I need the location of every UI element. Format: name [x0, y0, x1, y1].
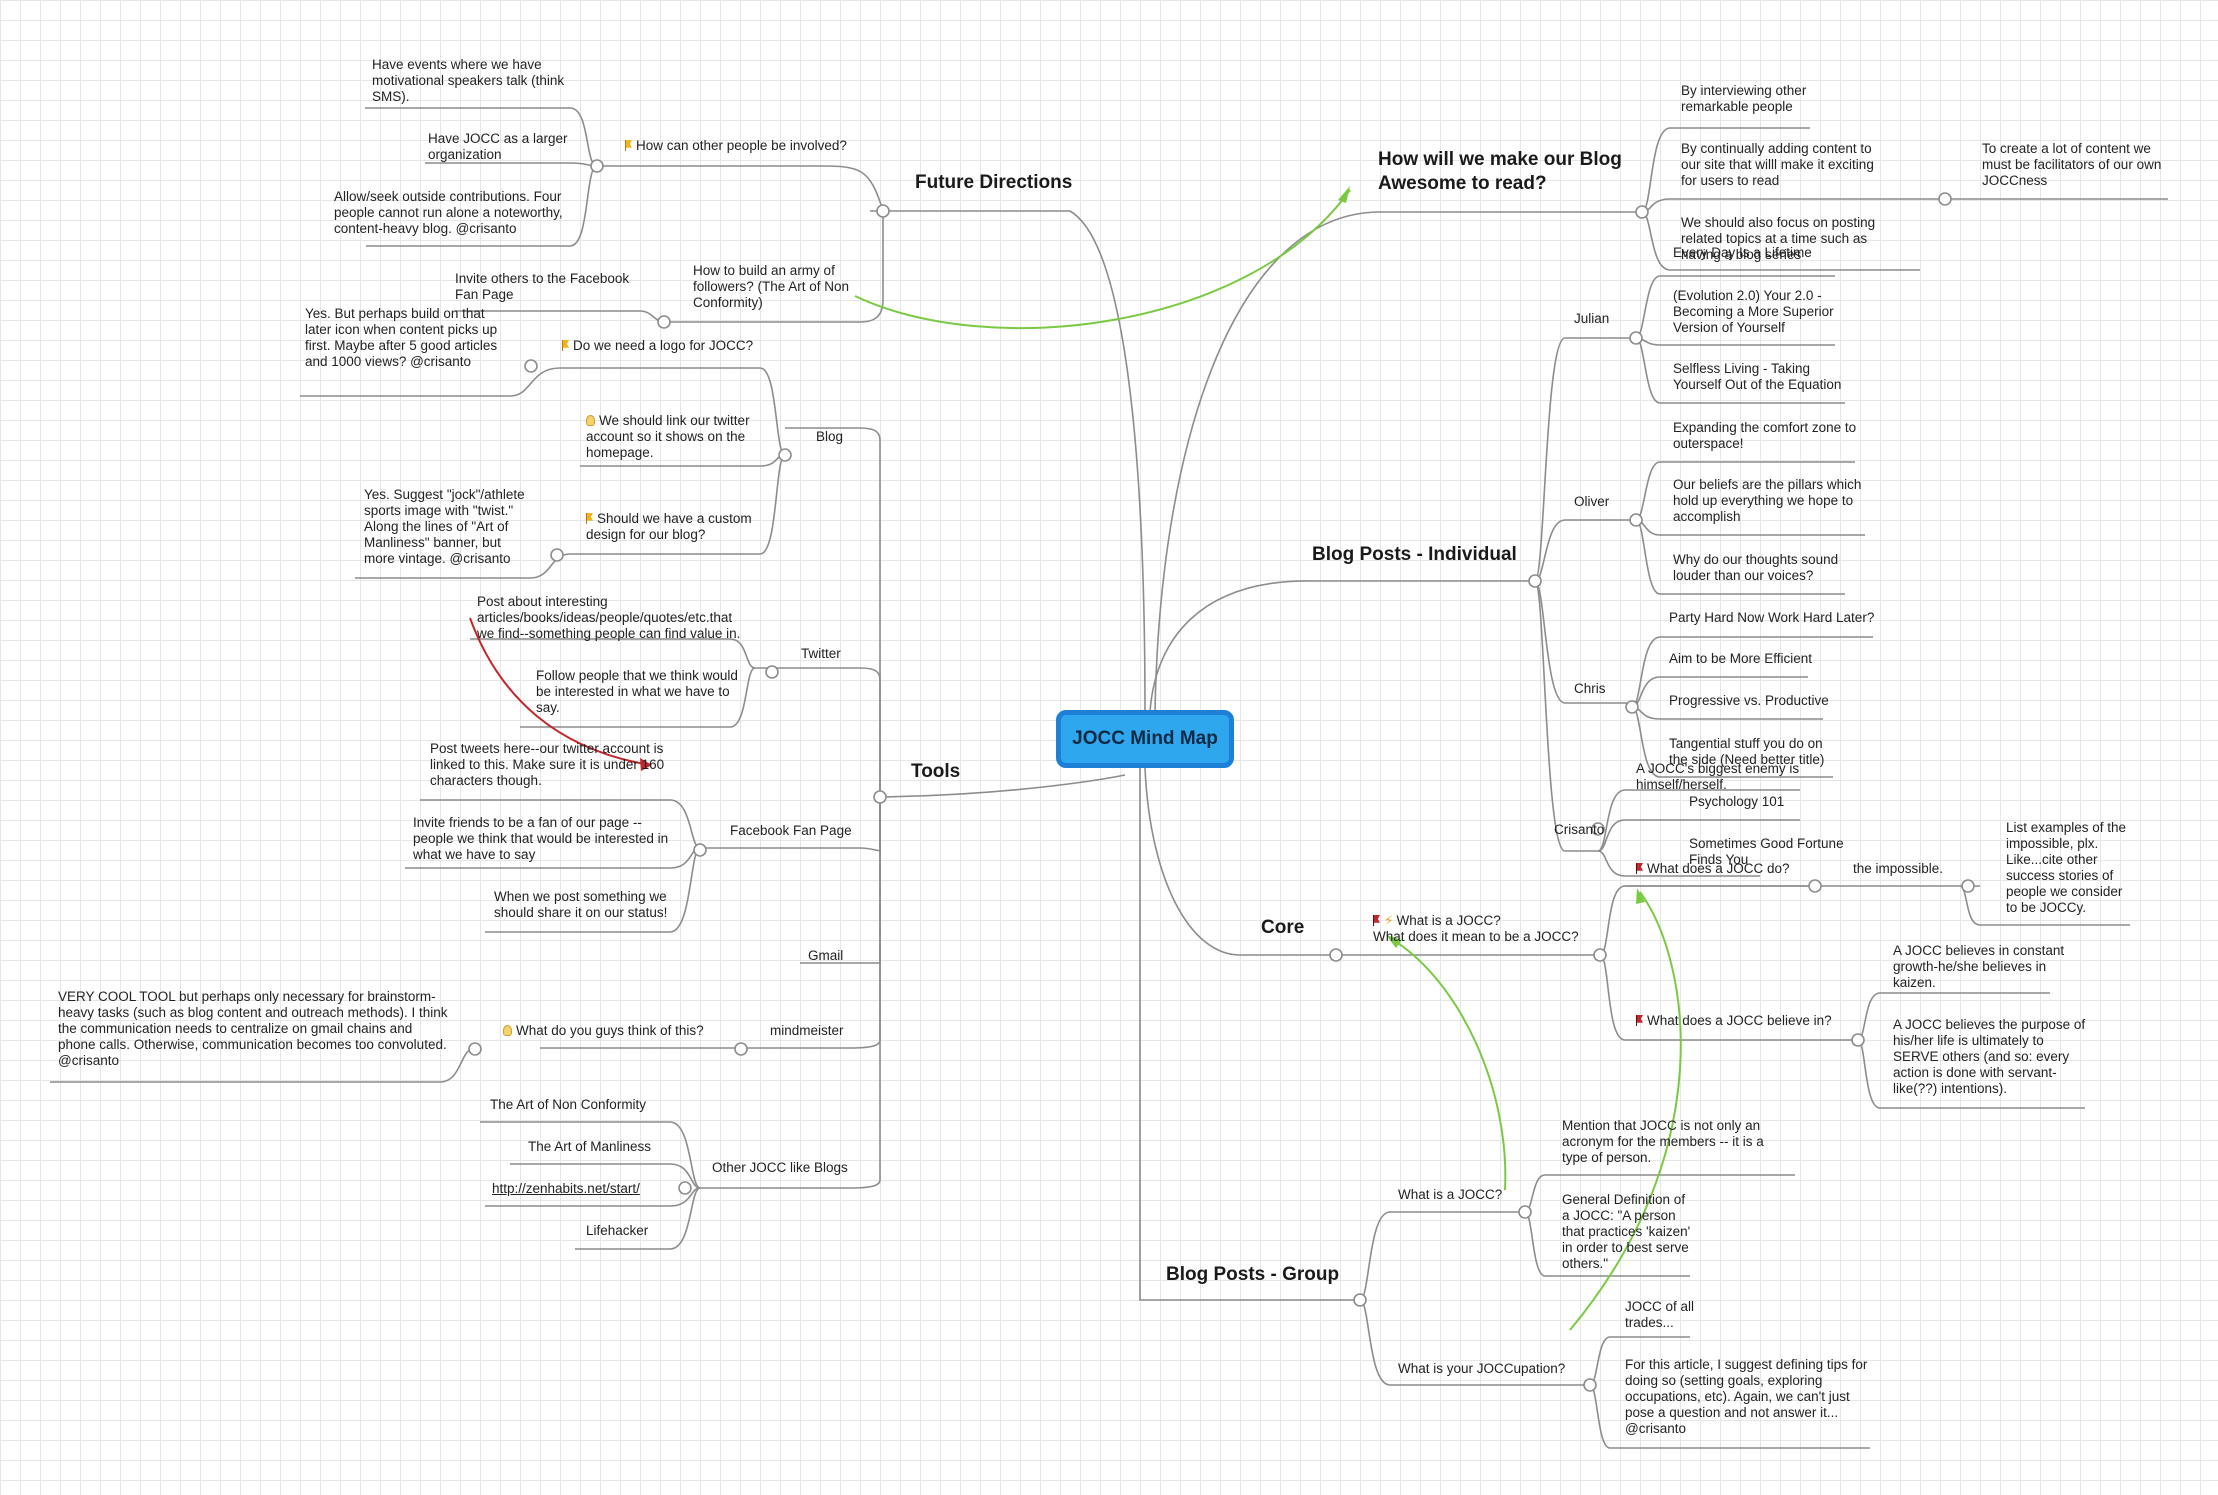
topic-label: Do we need a logo for JOCC? — [573, 338, 754, 353]
topic-art-of-manliness[interactable]: The Art of Manliness — [528, 1139, 652, 1154]
topic-mindmeister-question[interactable]: What do you guys think of this? — [503, 1023, 704, 1039]
topic-mindmeister-answer[interactable]: VERY COOL TOOL but perhaps only necessar… — [58, 989, 448, 1068]
flag-icon — [586, 513, 593, 524]
topic-posting-related[interactable]: We should also focus on posting related … — [1681, 215, 1876, 262]
topic-tips-article[interactable]: For this article, I suggest defining tip… — [1625, 1357, 1868, 1436]
topic-progressive[interactable]: Progressive vs. Productive — [1669, 693, 1829, 708]
topic-label: Should we have a custom design for our b… — [586, 511, 752, 542]
topic-label: We should link our twitter account so it… — [586, 413, 750, 460]
topic-the-impossible[interactable]: the impossible. — [1853, 861, 1944, 876]
branch-tools[interactable]: Tools — [911, 761, 961, 782]
topic-serve-others[interactable]: A JOCC believes the purpose of his/her l… — [1893, 1017, 2086, 1096]
topic-facilitators[interactable]: To create a lot of content we must be fa… — [1982, 141, 2162, 188]
topic-label: What does a JOCC believe in? — [1647, 1013, 1832, 1028]
topic-invite-facebook[interactable]: Invite others to the Facebook Fan Page — [455, 271, 630, 302]
topic-label: How can other people be involved? — [636, 138, 847, 153]
topic-logo-question[interactable]: Do we need a logo for JOCC? — [562, 338, 753, 354]
topic-what-is-jocc-group[interactable]: What is a JOCC? — [1398, 1187, 1503, 1202]
branch-future-directions[interactable]: Future Directions — [915, 172, 1073, 193]
topic-other-blogs[interactable]: Other JOCC like Blogs — [712, 1160, 848, 1175]
branch-blog-posts-group[interactable]: Blog Posts - Group — [1166, 1264, 1340, 1285]
topic-adding-content[interactable]: By continually adding content to our sit… — [1681, 141, 1874, 188]
topic-outside-contributions[interactable]: Allow/seek outside contributions. Four p… — [334, 189, 563, 236]
topic-joccupation[interactable]: What is your JOCCupation? — [1398, 1361, 1566, 1376]
topic-larger-org[interactable]: Have JOCC as a larger organization — [428, 131, 568, 162]
topic-every-day[interactable]: Every Day Is a Lifetime — [1673, 245, 1812, 260]
topic-party-hard[interactable]: Party Hard Now Work Hard Later? — [1669, 610, 1875, 625]
topic-facebook-fan-page[interactable]: Facebook Fan Page — [730, 823, 852, 838]
topic-mention-acronym[interactable]: Mention that JOCC is not only an acronym… — [1562, 1118, 1764, 1165]
topic-list-examples[interactable]: List examples of the impossible, plx. Li… — [2006, 820, 2127, 915]
topic-lifehacker[interactable]: Lifehacker — [586, 1223, 649, 1238]
lightbulb-icon — [586, 415, 595, 426]
topic-what-does-jocc-believe[interactable]: What does a JOCC believe in? — [1636, 1013, 1832, 1029]
flag-icon — [1636, 863, 1643, 874]
topic-thoughts-louder[interactable]: Why do our thoughts sound louder than ou… — [1673, 552, 1839, 583]
topic-gmail[interactable]: Gmail — [808, 948, 844, 963]
topic-julian[interactable]: Julian — [1574, 311, 1610, 326]
topic-events[interactable]: Have events where we have motivational s… — [372, 57, 565, 104]
branch-blog-awesome[interactable]: How will we make our Blog Awesome to rea… — [1378, 149, 1622, 194]
topic-good-fortune[interactable]: Sometimes Good Fortune Finds You — [1689, 836, 1844, 867]
topic-label: What do you guys think of this? — [516, 1023, 704, 1038]
topic-label: What does a JOCC do? — [1647, 861, 1790, 876]
topic-crisanto[interactable]: Crisanto — [1554, 822, 1605, 837]
topic-what-does-jocc-do[interactable]: What does a JOCC do? — [1636, 861, 1790, 877]
topic-custom-design-answer[interactable]: Yes. Suggest "jock"/athlete sports image… — [364, 487, 525, 566]
topic-jocc-all-trades[interactable]: JOCC of all trades... — [1625, 1299, 1695, 1330]
flag-icon — [625, 140, 632, 151]
topic-oliver[interactable]: Oliver — [1574, 494, 1610, 509]
topic-follow-people[interactable]: Follow people that we think would be int… — [536, 668, 738, 715]
topic-beliefs-pillars[interactable]: Our beliefs are the pillars which hold u… — [1673, 477, 1862, 524]
topic-evolution[interactable]: (Evolution 2.0) Your 2.0 - Becoming a Mo… — [1673, 288, 1834, 335]
topic-aim-efficient[interactable]: Aim to be More Efficient — [1669, 651, 1813, 666]
topic-blog[interactable]: Blog — [816, 429, 844, 444]
topic-what-is-jocc-core[interactable]: ⚡What is a JOCC? What does it mean to be… — [1373, 913, 1579, 945]
flag-icon — [1373, 915, 1380, 926]
topic-chris[interactable]: Chris — [1574, 681, 1606, 696]
topic-link-twitter[interactable]: We should link our twitter account so it… — [586, 413, 756, 461]
topic-psychology[interactable]: Psychology 101 — [1689, 794, 1785, 809]
topic-comfort-zone[interactable]: Expanding the comfort zone to outerspace… — [1673, 420, 1857, 451]
branch-blog-posts-individual[interactable]: Blog Posts - Individual — [1312, 544, 1517, 565]
topic-custom-design[interactable]: Should we have a custom design for our b… — [586, 511, 766, 543]
topic-twitter[interactable]: Twitter — [801, 646, 841, 661]
topic-label: What is a JOCC? What does it mean to be … — [1373, 913, 1579, 944]
topic-art-of-non-conformity[interactable]: The Art of Non Conformity — [490, 1097, 647, 1112]
topic-interviewing[interactable]: By interviewing other remarkable people — [1681, 83, 1807, 114]
flag-icon — [1636, 1015, 1643, 1026]
lightning-icon: ⚡ — [1384, 913, 1394, 928]
topic-how-involved[interactable]: How can other people be involved? — [625, 138, 847, 154]
topic-invite-friends[interactable]: Invite friends to be a fan of our page -… — [413, 815, 669, 862]
topic-mindmeister[interactable]: mindmeister — [770, 1023, 844, 1038]
topic-post-tweets[interactable]: Post tweets here--our twitter account is… — [430, 741, 665, 788]
topic-selfless-living[interactable]: Selfless Living - Taking Yourself Out of… — [1673, 361, 1842, 392]
link-zenhabits[interactable]: http://zenhabits.net/start/ — [492, 1181, 640, 1196]
branch-core[interactable]: Core — [1261, 917, 1305, 938]
topic-build-army[interactable]: How to build an army of followers? (The … — [693, 263, 850, 310]
topic-tangential[interactable]: Tangential stuff you do on the side (Nee… — [1669, 736, 1825, 767]
topic-post-interesting[interactable]: Post about interesting articles/books/id… — [477, 594, 741, 641]
topic-general-definition[interactable]: General Definition of a JOCC: "A person … — [1562, 1192, 1691, 1271]
lightbulb-icon — [503, 1025, 512, 1036]
central-topic[interactable]: JOCC Mind Map — [1056, 710, 1234, 768]
topic-biggest-enemy[interactable]: A JOCC's biggest enemy is himself/hersel… — [1636, 761, 1800, 792]
flag-icon — [562, 340, 569, 351]
topic-share-status[interactable]: When we post something we should share i… — [494, 889, 668, 920]
topic-logo-answer[interactable]: Yes. But perhaps build on that later ico… — [305, 306, 498, 369]
topic-constant-growth[interactable]: A JOCC believes in constant growth-he/sh… — [1893, 943, 2065, 990]
